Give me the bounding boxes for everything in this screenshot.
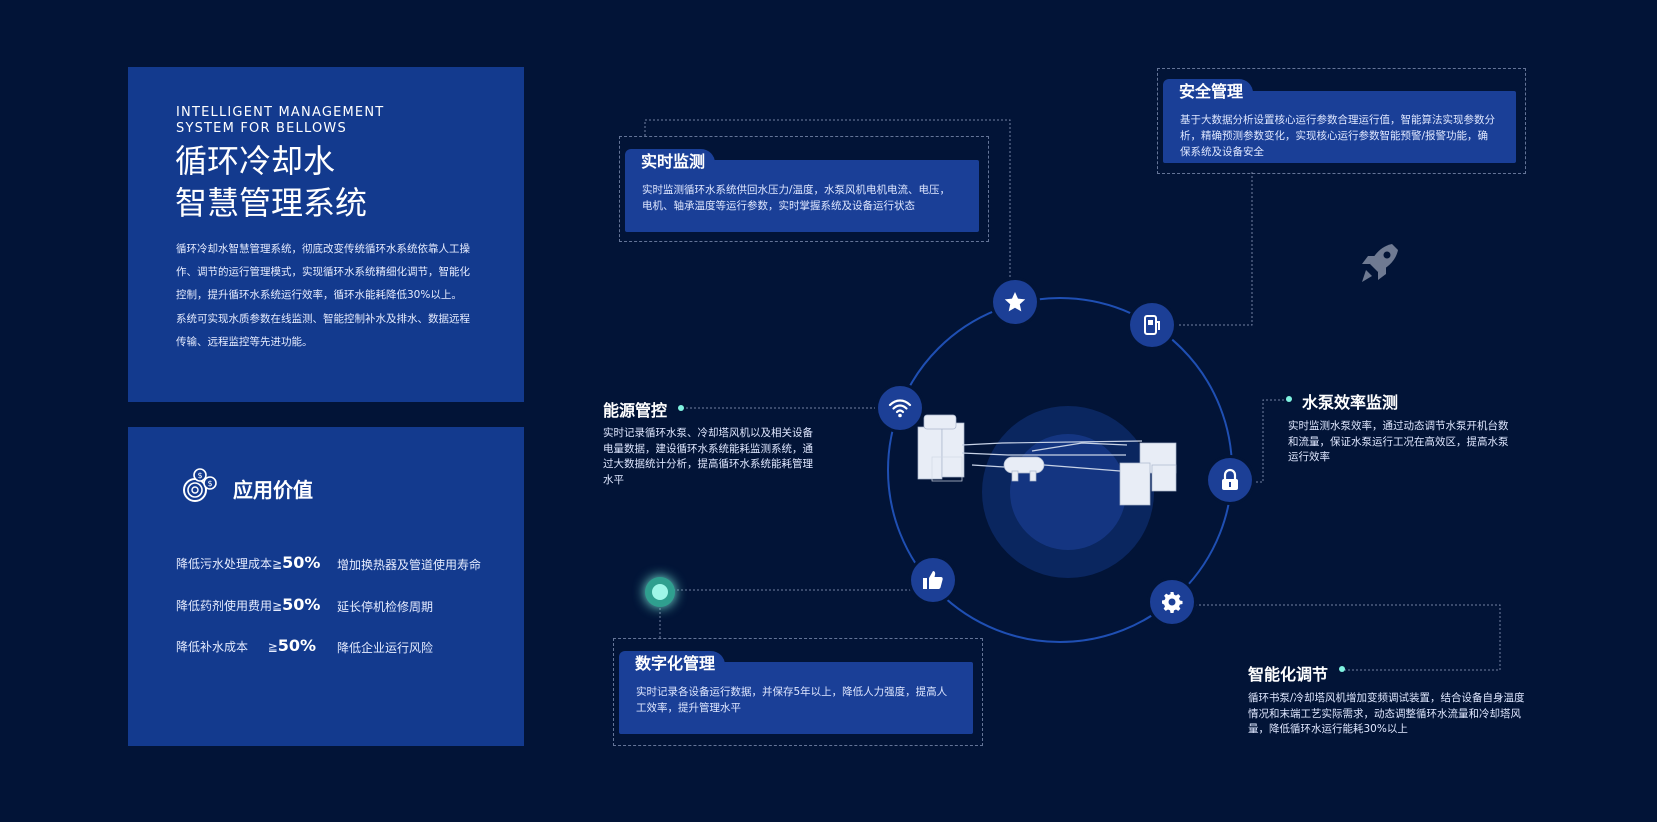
lock-node[interactable] <box>1208 458 1252 502</box>
svg-text:$: $ <box>197 471 202 480</box>
meter-node[interactable] <box>1130 303 1174 347</box>
intro-desc-line: 系统可实现水质参数在线监测、智能控制补水及排水、数据远程 <box>176 312 470 325</box>
intro-desc-line: 作、调节的运行管理模式，实现循环水系统精细化调节，智能化 <box>176 266 470 279</box>
page-title-line2: 智慧管理系统 <box>175 184 368 222</box>
pump-line: 实时监测水泵效率，通过动态调节水泵开机台数 <box>1288 420 1509 432</box>
realtime-line: 电机、轴承温度等运行参数，实时掌握系统及设备运行状态 <box>642 200 915 212</box>
accent-dot <box>1339 666 1345 672</box>
value-row-benefit: 降低企业运行风险 <box>337 641 434 655</box>
wifi-icon <box>888 399 912 418</box>
digital-text: 实时记录各设备运行数据，并保存5年以上，降低人力强度，提高人 工效率，提升管理水… <box>636 684 966 716</box>
realtime-title: 实时监测 <box>625 149 716 175</box>
accent-dot <box>1286 396 1292 402</box>
page-title: 循环冷却水 智慧管理系统 <box>175 140 475 224</box>
meter-icon <box>1144 315 1160 335</box>
thumbs-up-node[interactable] <box>911 558 955 602</box>
page-title-line1: 循环冷却水 <box>175 142 336 180</box>
highlight-dot <box>645 577 675 607</box>
energy-title: 能源管控 <box>603 401 668 420</box>
digital-line: 工效率，提升管理水平 <box>636 702 741 714</box>
value-row: 降低污水处理成本≧50% <box>176 553 320 572</box>
gear-node[interactable] <box>1150 580 1194 624</box>
energy-line: 水平 <box>603 473 624 486</box>
equipment-illustration <box>917 414 1177 506</box>
value-panel: $ $ 应用价值 降低污水处理成本≧50% 增加换热器及管道使用寿命 降低药剂使… <box>128 427 524 746</box>
safety-line: 基于大数据分析设置核心运行参数合理运行值，智能算法实现参数分 <box>1180 114 1495 126</box>
pump-text: 实时监测水泵效率，通过动态调节水泵开机台数 和流量，保证水泵运行工况在高效区，提… <box>1288 419 1528 466</box>
value-row-number: 50% <box>282 595 321 614</box>
accent-dot <box>678 405 684 411</box>
value-row-benefit: 增加换热器及管道使用寿命 <box>337 558 482 572</box>
realtime-text: 实时监测循环水系统供回水压力/温度，水泵风机电机电流、电压， 电机、轴承温度等运… <box>642 182 972 214</box>
gear-icon <box>1162 592 1183 613</box>
value-row: 降低药剂使用费用≧50% <box>176 595 320 614</box>
smart-line: 情况和末端工艺实际需求，动态调整循环水流量和冷却塔风 <box>1248 707 1521 720</box>
safety-box <box>1157 68 1526 174</box>
english-title-line2: SYSTEM FOR BELLOWS <box>176 121 347 136</box>
safety-title: 安全管理 <box>1163 79 1254 105</box>
star-icon <box>1004 292 1026 312</box>
english-title-line1: INTELLIGENT MANAGEMENT <box>176 105 385 120</box>
star-node[interactable] <box>993 280 1037 324</box>
value-row-number: 50% <box>277 636 316 655</box>
energy-line: 电量数据，建设循环水系统能耗监测系统，通 <box>603 442 813 455</box>
smart-line: 循环书泵/冷却塔风机增加变频调试装置，结合设备自身温度 <box>1248 692 1525 704</box>
smart-text: 循环书泵/冷却塔风机增加变频调试装置，结合设备自身温度 情况和末端工艺实际需求，… <box>1248 691 1548 738</box>
realtime-box <box>619 136 989 242</box>
pump-line: 和流量，保证水泵运行工况在高效区，提高水泵 <box>1288 435 1509 448</box>
value-title: 应用价值 <box>233 478 313 502</box>
digital-title: 数字化管理 <box>619 651 726 677</box>
realtime-line: 实时监测循环水系统供回水压力/温度，水泵风机电机电流、电压， <box>642 184 951 196</box>
thumbs-up-icon <box>923 571 943 589</box>
intro-desc-line: 控制，提升循环水系统运行效率，循环水能耗降低30%以上。 <box>176 289 462 302</box>
svg-text:$: $ <box>207 479 212 488</box>
intro-panel: INTELLIGENT MANAGEMENT SYSTEM FOR BELLOW… <box>128 67 524 402</box>
value-row: 降低补水成本 ≧50% <box>176 636 316 655</box>
digital-line: 实时记录各设备运行数据，并保存5年以上，降低人力强度，提高人 <box>636 686 948 698</box>
intro-desc-line: 循环冷却水智慧管理系统，彻底改变传统循环水系统依靠人工操 <box>176 243 470 255</box>
pump-line: 运行效率 <box>1288 451 1330 463</box>
safety-line: 保系统及设备安全 <box>1180 146 1264 158</box>
energy-text: 实时记录循环水泵、冷却塔风机以及相关设备 电量数据，建设循环水系统能耗监测系统，… <box>603 426 833 488</box>
rocket-icon <box>1362 244 1398 282</box>
energy-line: 实时记录循环水泵、冷却塔风机以及相关设备 <box>603 427 813 439</box>
value-row-label: 降低污水处理成本≧ <box>176 557 283 571</box>
value-row-number: 50% <box>282 553 321 572</box>
smart-line: 量，降低循环水运行能耗30%以上 <box>1248 723 1408 735</box>
intro-desc-line: 传输、远程监控等先进功能。 <box>176 335 313 348</box>
value-row-label: 降低补水成本 ≧ <box>176 640 278 654</box>
english-title: INTELLIGENT MANAGEMENT SYSTEM FOR BELLOW… <box>176 105 436 137</box>
wifi-node[interactable] <box>878 386 922 430</box>
highlight-dot-core <box>652 584 668 600</box>
value-row-label: 降低药剂使用费用≧ <box>176 599 283 613</box>
digital-box <box>613 638 983 746</box>
safety-line: 析，精确预测参数变化，实现核心运行参数智能预警/报警功能，确 <box>1180 130 1489 142</box>
safety-text: 基于大数据分析设置核心运行参数合理运行值，智能算法实现参数分 析，精确预测参数变… <box>1180 112 1510 160</box>
intro-description: 循环冷却水智慧管理系统，彻底改变传统循环水系统依靠人工操 作、调节的运行管理模式… <box>176 238 476 354</box>
lock-icon <box>1222 468 1238 490</box>
value-row-benefit: 延长停机检修周期 <box>337 600 434 614</box>
energy-line: 过大数据统计分析，提高循环水系统能耗管理 <box>603 458 813 470</box>
pump-title: 水泵效率监测 <box>1302 393 1399 412</box>
smart-title: 智能化调节 <box>1248 665 1329 684</box>
coins-icon: $ $ <box>183 468 217 502</box>
